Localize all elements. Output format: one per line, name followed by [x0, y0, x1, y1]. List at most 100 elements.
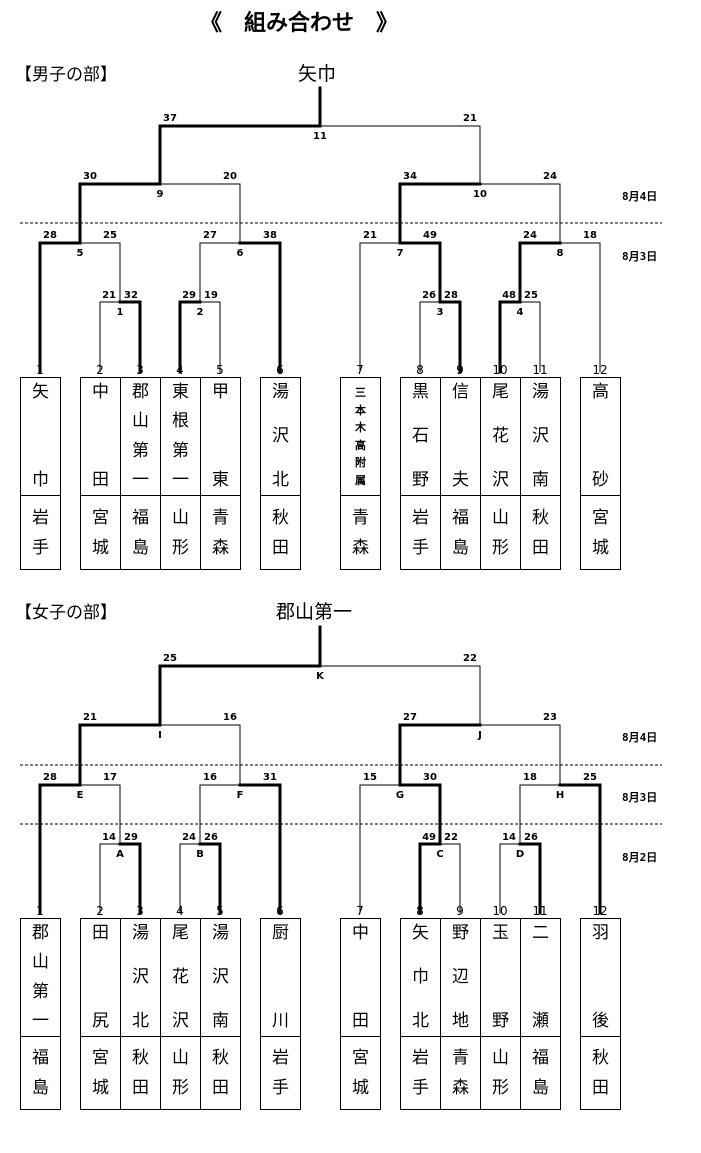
box-divider	[261, 1036, 300, 1037]
school-char: 羽	[592, 923, 609, 943]
school-char: 一	[172, 469, 189, 490]
prefecture-char: 岩	[412, 1048, 429, 1069]
boys-match-6-score-left: 27	[203, 230, 217, 241]
school-char: 高	[592, 382, 609, 402]
boys-team-box-1: 矢巾岩手	[20, 377, 61, 570]
girls-match-I-score-left: 21	[83, 712, 97, 723]
school-char: 一	[132, 469, 149, 490]
school-char: 尾	[492, 382, 509, 402]
girls-seed-11: 11	[532, 904, 547, 918]
boys-match-11-score-left: 37	[163, 113, 177, 124]
school-name: 甲東	[201, 384, 240, 489]
school-char: 沢	[492, 470, 509, 490]
school-char: 郡	[32, 923, 49, 943]
girls-seed-10: 10	[492, 904, 507, 918]
prefecture-char: 城	[352, 1077, 369, 1098]
school-name: 湯沢南	[201, 925, 240, 1030]
school-char: 玉	[492, 923, 509, 943]
prefecture-char: 城	[592, 537, 609, 558]
girls-match-F-score-left: 16	[203, 772, 217, 783]
school-char: 尻	[92, 1011, 109, 1031]
school-name: 矢巾北	[401, 925, 440, 1030]
school-char: 湯	[532, 382, 549, 402]
school-char: 湯	[212, 923, 229, 943]
girls-match-K-score-right: 22	[463, 653, 477, 664]
girls-match-A-id: A	[116, 849, 124, 860]
prefecture-name: 岩手	[21, 503, 60, 563]
girls-match-A-score-left: 14	[102, 832, 116, 843]
prefecture-name: 宮城	[81, 1044, 120, 1103]
box-divider	[341, 1036, 380, 1037]
girls-seed-3: 3	[136, 904, 144, 918]
school-char: 沢	[212, 967, 229, 987]
girls-team-box-12: 羽後秋田	[580, 918, 621, 1110]
school-char: 山	[32, 952, 49, 973]
school-char: 矢	[412, 923, 429, 943]
boys-match-8-score-left: 24	[523, 230, 537, 241]
prefecture-char: 形	[172, 1077, 189, 1098]
boys-team-box-12: 高砂宮城	[580, 377, 621, 570]
boys-match-11-id: 11	[313, 131, 327, 142]
school-name: 湯沢北	[261, 384, 300, 489]
school-char: 第	[32, 981, 49, 1002]
girls-match-D-score-right: 26	[524, 832, 538, 843]
girls-team-box-10: 玉野山形	[480, 918, 521, 1110]
school-char: 沢	[272, 426, 289, 446]
school-name: 厨川	[261, 925, 300, 1030]
boys-seed-12: 12	[592, 363, 607, 377]
girls-match-G-id: G	[396, 790, 404, 801]
girls-match-H-id: H	[556, 790, 564, 801]
school-name: 中田	[341, 925, 380, 1030]
school-char: 南	[212, 1011, 229, 1031]
box-divider	[481, 495, 520, 496]
prefecture-name: 山形	[481, 503, 520, 563]
school-name: 羽後	[581, 925, 620, 1030]
girls-team-box-1: 郡山第一福島	[20, 918, 61, 1110]
prefecture-char: 宮	[352, 1048, 369, 1069]
girls-match-I-score-right: 16	[223, 712, 237, 723]
school-name: 湯沢北	[121, 925, 160, 1030]
girls-match-G-score-right: 30	[423, 772, 437, 783]
school-name: 黒石野	[401, 384, 440, 489]
prefecture-char: 手	[412, 1077, 429, 1098]
box-divider	[21, 1036, 60, 1037]
box-divider	[161, 1036, 200, 1037]
box-divider	[201, 495, 240, 496]
school-char: 東	[212, 470, 229, 490]
prefecture-name: 福島	[21, 1044, 60, 1103]
school-char: 後	[592, 1011, 609, 1031]
prefecture-char: 福	[32, 1048, 49, 1069]
prefecture-char: 島	[532, 1077, 549, 1098]
prefecture-name: 秋田	[201, 1044, 240, 1103]
school-char: 花	[172, 967, 189, 987]
school-name: 野辺地	[441, 925, 480, 1030]
boys-team-box-4: 東根第一山形	[160, 377, 201, 570]
girls-seed-2: 2	[96, 904, 104, 918]
box-divider	[401, 1036, 440, 1037]
prefecture-name: 福島	[121, 503, 160, 563]
school-char: 附	[355, 456, 366, 470]
school-char: 高	[355, 438, 366, 452]
prefecture-char: 森	[352, 537, 369, 558]
girls-team-box-11: 二瀬福島	[520, 918, 561, 1110]
school-char: 属	[355, 473, 366, 487]
prefecture-char: 山	[172, 507, 189, 528]
school-name: 信夫	[441, 384, 480, 489]
box-divider	[21, 495, 60, 496]
school-char: 南	[532, 470, 549, 490]
boys-match-7-score-left: 21	[363, 230, 377, 241]
prefecture-char: 森	[452, 1077, 469, 1098]
school-char: 中	[92, 382, 109, 402]
girls-match-F-id: F	[237, 790, 244, 801]
prefecture-char: 田	[592, 1077, 609, 1098]
school-char: 夫	[452, 470, 469, 490]
prefecture-char: 青	[452, 1048, 469, 1069]
prefecture-name: 岩手	[261, 1044, 300, 1103]
prefecture-name: 宮城	[581, 503, 620, 563]
prefecture-name: 青森	[201, 503, 240, 563]
girls-team-box-5: 湯沢南秋田	[200, 918, 241, 1110]
boys-team-box-6: 湯沢北秋田	[260, 377, 301, 570]
school-char: 川	[272, 1011, 289, 1031]
box-divider	[441, 495, 480, 496]
boys-seed-10: 10	[492, 363, 507, 377]
